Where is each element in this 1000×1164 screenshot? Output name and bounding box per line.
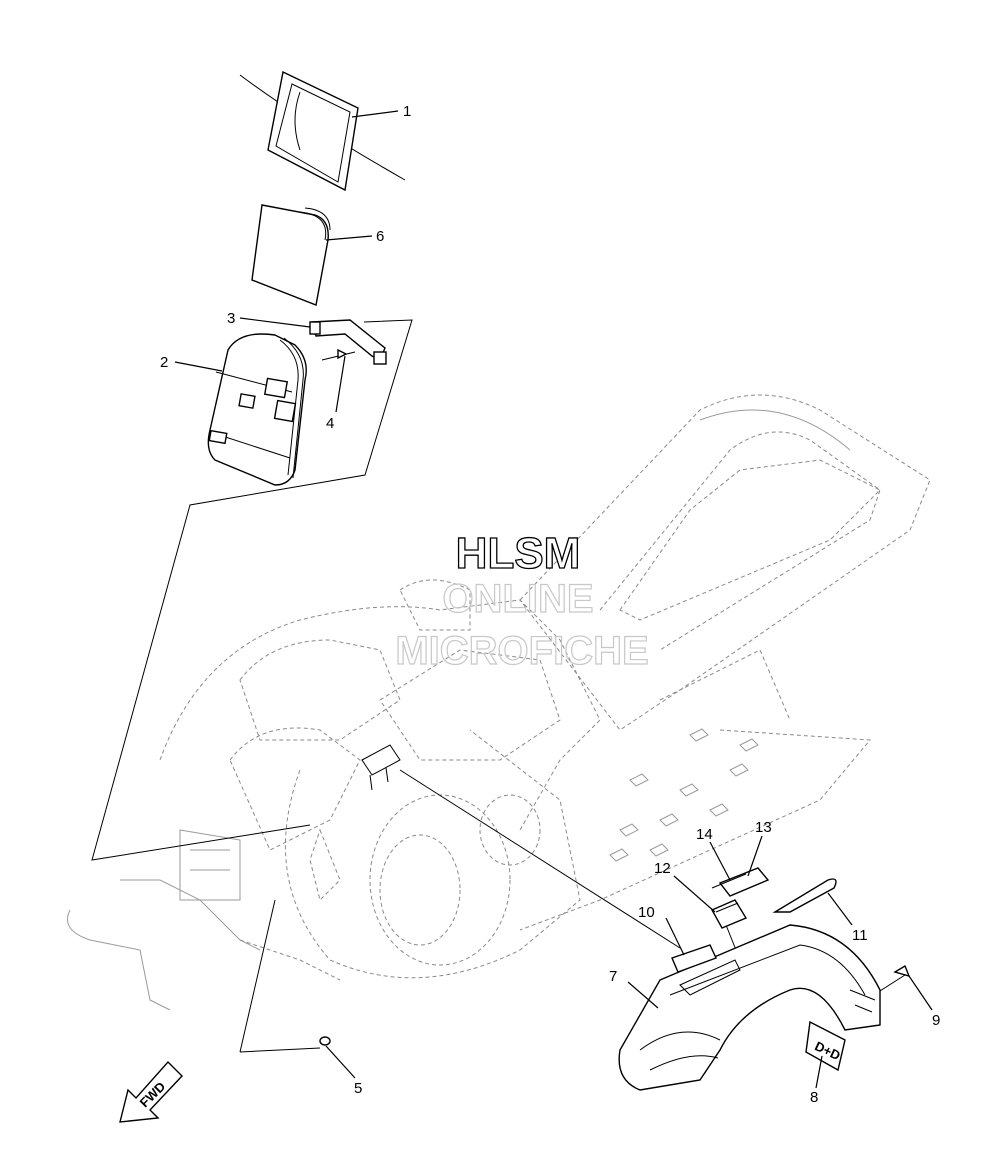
part-7-flap xyxy=(618,924,881,1091)
watermark-line-1: HLSM xyxy=(456,529,581,578)
callout-6: 6 xyxy=(376,228,384,245)
part-9-clip xyxy=(893,964,911,978)
watermark-line-2: ONLINE xyxy=(442,577,593,621)
callout-10: 10 xyxy=(638,904,655,921)
watermark-line-3: MICROFICHE xyxy=(395,629,648,673)
callout-12: 12 xyxy=(654,860,671,877)
part-2-bag xyxy=(207,333,307,486)
callout-13: 13 xyxy=(755,819,772,836)
callout-8: 8 xyxy=(810,1089,818,1106)
watermark: HLSM ONLINE MICROFICHE xyxy=(395,528,650,673)
callout-5: 5 xyxy=(354,1080,362,1097)
callout-leaders xyxy=(174,110,933,1089)
part-12-decal xyxy=(711,899,748,929)
fwd-arrow: FWD xyxy=(119,1060,183,1123)
part-11-rod xyxy=(772,878,837,913)
part-13-label xyxy=(718,867,770,897)
snowmobile-body-outline xyxy=(67,394,931,1011)
callout-labels: 1 2 3 4 5 6 7 8 9 10 11 12 13 14 xyxy=(160,103,940,1106)
part-5-grommet xyxy=(319,1036,331,1046)
callout-7: 7 xyxy=(609,968,617,985)
callout-14: 14 xyxy=(696,826,713,843)
callout-4: 4 xyxy=(326,415,334,432)
callout-9: 9 xyxy=(932,1012,940,1029)
part-8-plate: D+D xyxy=(805,1020,846,1072)
part-10-block xyxy=(671,944,717,973)
callout-11: 11 xyxy=(852,927,868,944)
part-14-label xyxy=(711,873,747,889)
callout-2: 2 xyxy=(160,354,168,371)
part-4-rivet xyxy=(321,348,356,361)
part-1-pad xyxy=(239,70,406,192)
callout-1: 1 xyxy=(403,103,411,120)
part-6-cover xyxy=(251,204,331,306)
callout-3: 3 xyxy=(227,310,235,327)
part-3-bracket xyxy=(309,319,387,365)
